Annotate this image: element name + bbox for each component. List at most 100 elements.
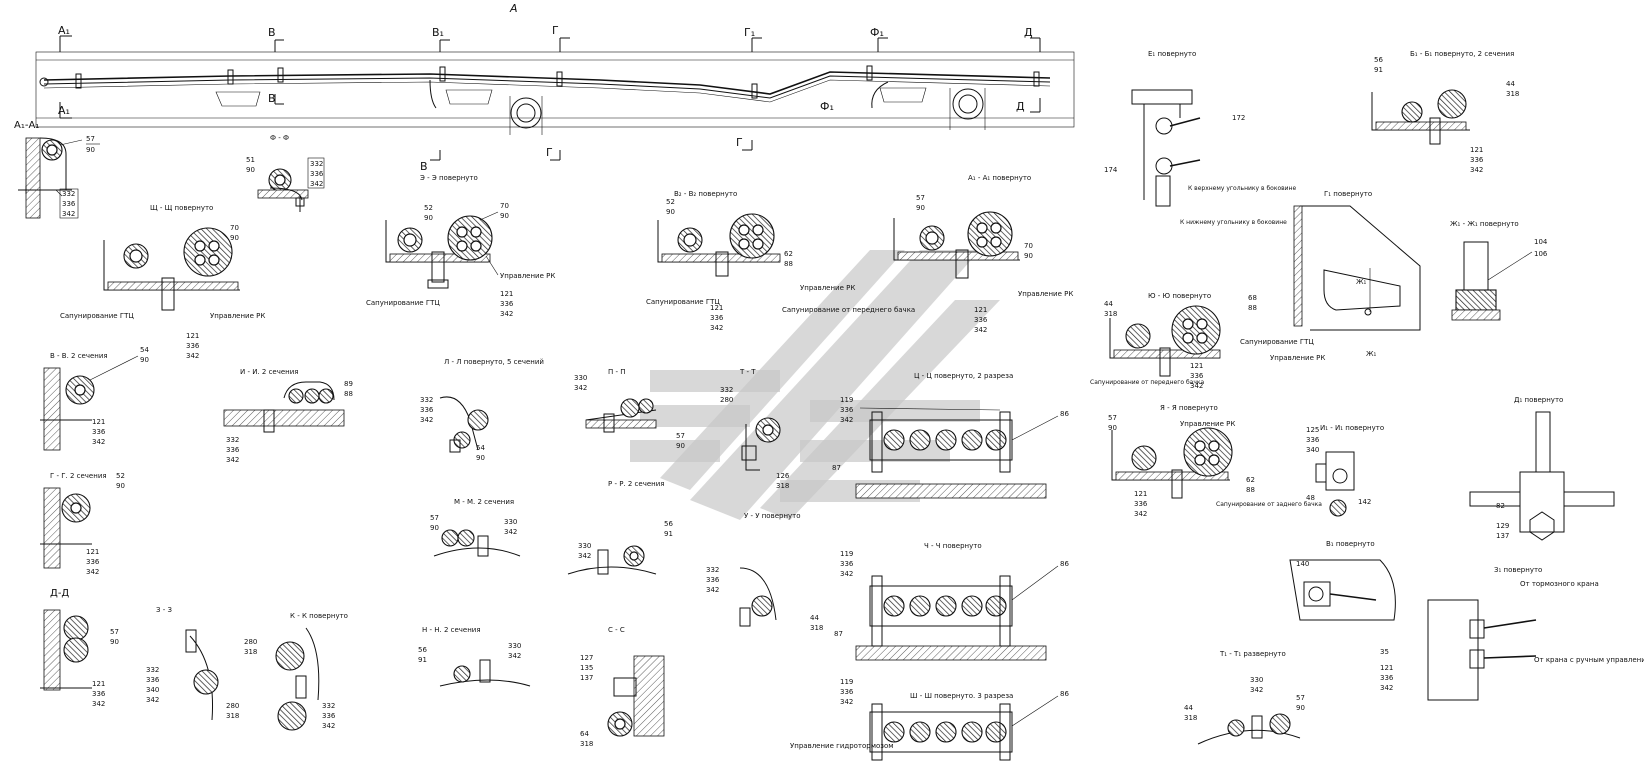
svg-text:57: 57 bbox=[110, 628, 119, 636]
svg-text:121: 121 bbox=[86, 548, 99, 556]
svg-text:336: 336 bbox=[92, 428, 106, 436]
svg-text:91: 91 bbox=[418, 656, 427, 664]
view-z1: З₁ повернуто От тормозного крана От кран… bbox=[1427, 566, 1644, 701]
svg-text:330: 330 bbox=[1250, 676, 1263, 684]
svg-text:87: 87 bbox=[834, 630, 843, 638]
svg-text:342: 342 bbox=[706, 586, 719, 594]
svg-text:336: 336 bbox=[1306, 436, 1320, 444]
svg-text:342: 342 bbox=[840, 570, 853, 578]
svg-text:57: 57 bbox=[1296, 694, 1305, 702]
svg-text:У - У повернуто: У - У повернуто bbox=[744, 512, 801, 520]
svg-text:Е₁ повернуто: Е₁ повернуто bbox=[1148, 50, 1196, 58]
view-l-l: Л - Л повернуто, 5 сечений 332 336 342 5… bbox=[420, 358, 544, 462]
marker-d-top: Д bbox=[1024, 26, 1033, 39]
svg-text:336: 336 bbox=[92, 690, 106, 698]
svg-text:121: 121 bbox=[92, 418, 105, 426]
svg-text:44: 44 bbox=[810, 614, 819, 622]
svg-text:57: 57 bbox=[86, 135, 95, 143]
svg-text:172: 172 bbox=[1232, 114, 1245, 122]
view-z-z: З - З 332 336 340 342 280 318 bbox=[146, 606, 239, 721]
svg-text:137: 137 bbox=[580, 674, 593, 682]
svg-text:Ф - Ф: Ф - Ф bbox=[270, 134, 289, 142]
view-ts-ts: Ц - Ц повернуто, 2 разреза 119 336 342 8… bbox=[832, 372, 1069, 499]
svg-text:90: 90 bbox=[246, 166, 255, 174]
marker-a1-bottom: А₁ bbox=[58, 104, 70, 117]
svg-text:Р - Р. 2 сечения: Р - Р. 2 сечения bbox=[608, 480, 664, 488]
view-ch-ch: Ч - Ч повернуто 119 336 342 86 87 bbox=[834, 542, 1069, 661]
svg-text:336: 336 bbox=[62, 200, 76, 208]
svg-text:318: 318 bbox=[580, 740, 593, 748]
view-t1-t1: Т₁ - Т₁ развернуто 44 318 330 342 57 90 bbox=[1184, 650, 1305, 745]
svg-text:342: 342 bbox=[226, 456, 239, 464]
svg-text:Д₁ повернуто: Д₁ повернуто bbox=[1514, 396, 1563, 404]
svg-text:К верхнему угольнику в боковин: К верхнему угольнику в боковине bbox=[1188, 185, 1296, 192]
svg-text:342: 342 bbox=[322, 722, 335, 730]
svg-text:Я - Я повернуто: Я - Я повернуто bbox=[1160, 404, 1218, 412]
watermark-logo bbox=[630, 250, 1000, 520]
view-e1: Е₁ повернуто 172 174 К верхнему угольник… bbox=[1104, 50, 1296, 226]
svg-text:336: 336 bbox=[186, 342, 200, 350]
svg-text:280: 280 bbox=[244, 638, 257, 646]
view-ya-ya: Я - Я повернуто 57 90 Управление РК 62 8… bbox=[1108, 404, 1322, 518]
view-d1: Д₁ повернуто 82 129 137 bbox=[1469, 396, 1615, 541]
svg-text:121: 121 bbox=[710, 304, 723, 312]
svg-text:62: 62 bbox=[784, 250, 793, 258]
svg-text:342: 342 bbox=[578, 552, 591, 560]
svg-text:332: 332 bbox=[310, 160, 323, 168]
svg-text:90: 90 bbox=[666, 208, 675, 216]
svg-text:57: 57 bbox=[430, 514, 439, 522]
svg-text:Сапунирование от переднего бач: Сапунирование от переднего бачка bbox=[1090, 379, 1205, 386]
svg-text:44: 44 bbox=[1506, 80, 1515, 88]
view-v2-v2: В₂ - В₂ повернуто 52 90 62 88 Управление… bbox=[646, 190, 915, 332]
svg-text:90: 90 bbox=[476, 454, 485, 462]
svg-text:86: 86 bbox=[1060, 690, 1069, 698]
svg-text:57: 57 bbox=[1108, 414, 1117, 422]
view-f-f: Ф - Ф 51 90 332 336 342 bbox=[246, 134, 325, 212]
svg-text:57: 57 bbox=[916, 194, 925, 202]
svg-text:121: 121 bbox=[1470, 146, 1483, 154]
svg-text:342: 342 bbox=[508, 652, 521, 660]
svg-text:П - П: П - П bbox=[608, 368, 626, 376]
view-v-v: В - В. 2 сечения 54 90 121 336 342 bbox=[40, 346, 149, 451]
marker-v1-top: В₁ bbox=[432, 26, 444, 39]
svg-text:119: 119 bbox=[840, 678, 853, 686]
svg-text:90: 90 bbox=[676, 442, 685, 450]
view-a1-a1: А₁-А₁ 57 90 332 336 342 bbox=[14, 120, 100, 219]
svg-text:Г - Г. 2 сечения: Г - Г. 2 сечения bbox=[50, 472, 107, 480]
svg-text:336: 336 bbox=[1190, 372, 1204, 380]
view-n-n: Н - Н. 2 сечения 56 91 330 342 bbox=[418, 626, 531, 687]
svg-text:Ч - Ч повернуто: Ч - Ч повернуто bbox=[924, 542, 982, 550]
svg-text:Управление гидротормозом: Управление гидротормозом bbox=[790, 742, 894, 750]
svg-text:332: 332 bbox=[720, 386, 733, 394]
svg-text:318: 318 bbox=[810, 624, 823, 632]
svg-text:62: 62 bbox=[1246, 476, 1255, 484]
svg-text:Ц - Ц повернуто, 2 разреза: Ц - Ц повернуто, 2 разреза bbox=[914, 372, 1013, 380]
marker-g-bottom: В bbox=[420, 160, 428, 173]
svg-text:121: 121 bbox=[186, 332, 199, 340]
svg-text:121: 121 bbox=[1134, 490, 1147, 498]
svg-text:Э - Э повернуто: Э - Э повернуто bbox=[420, 174, 478, 182]
svg-text:64: 64 bbox=[580, 730, 589, 738]
svg-text:Щ - Щ повернуто: Щ - Щ повернуто bbox=[150, 204, 213, 212]
svg-text:342: 342 bbox=[500, 310, 513, 318]
svg-text:М - М. 2 сечения: М - М. 2 сечения bbox=[454, 498, 514, 506]
svg-text:342: 342 bbox=[310, 180, 323, 188]
svg-text:52: 52 bbox=[424, 204, 433, 212]
view-p-p: П - П 330 342 57 90 bbox=[574, 368, 685, 450]
svg-text:318: 318 bbox=[1184, 714, 1197, 722]
svg-text:330: 330 bbox=[574, 374, 587, 382]
view-v1: В₁ повернуто 140 35 121 336 342 bbox=[1289, 540, 1396, 692]
svg-text:106: 106 bbox=[1534, 250, 1548, 258]
svg-text:Сапунирование от переднего бач: Сапунирование от переднего бачка bbox=[782, 306, 915, 314]
svg-text:336: 336 bbox=[1380, 674, 1394, 682]
svg-text:90: 90 bbox=[86, 146, 95, 154]
svg-text:336: 336 bbox=[322, 712, 336, 720]
svg-text:336: 336 bbox=[420, 406, 434, 414]
view-k-k: К - К повернуто 280 318 332 336 342 bbox=[244, 612, 348, 731]
svg-text:Управление РК: Управление РК bbox=[1018, 290, 1073, 298]
view-zh1-zh1: Ж₁ - Ж₁ повернуто 104 106 bbox=[1450, 220, 1548, 321]
svg-text:336: 336 bbox=[310, 170, 324, 178]
svg-text:82: 82 bbox=[1496, 502, 1505, 510]
svg-text:От тормозного крана: От тормозного крана bbox=[1520, 580, 1599, 588]
svg-text:318: 318 bbox=[226, 712, 239, 720]
